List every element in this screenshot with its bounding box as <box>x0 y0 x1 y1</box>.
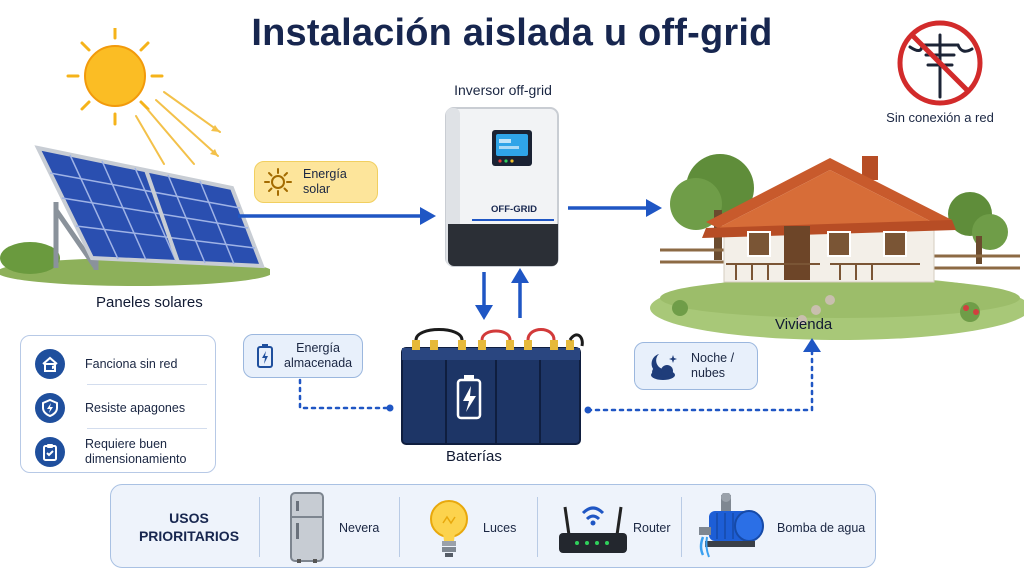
feature-label-line1: Requiere buen <box>85 437 168 451</box>
uses-title-line2: PRIORITARIOS <box>138 528 240 544</box>
moon-cloud-icon <box>651 354 677 380</box>
feature-item: Resiste apagones <box>21 386 217 430</box>
solar-energy-line1: Energía <box>303 167 347 181</box>
feature-label: Resiste apagones <box>85 400 186 415</box>
use-label-bomba: Bomba de agua <box>777 521 866 535</box>
features-panel: Fanciona sin red Resiste apagones Requie… <box>20 335 216 473</box>
stored-energy-dotted-line <box>298 378 390 410</box>
night-line1: Noche / <box>691 351 735 365</box>
lightbulb-icon <box>430 500 468 557</box>
house-illustration <box>650 154 1024 340</box>
inverter-screen-text: OFF-GRID <box>491 204 537 215</box>
uses-title-line1: USOS <box>169 510 209 526</box>
priority-uses-panel: USOS PRIORITARIOS Nevera Luces Router <box>110 484 876 568</box>
solar-panels-illustration <box>0 145 270 286</box>
night-badge: Noche / nubes <box>634 342 758 390</box>
house-label: Vivienda <box>775 316 833 333</box>
feature-label: Fanciona sin red <box>85 356 178 371</box>
stored-energy-badge: Energía almacenada <box>243 334 363 378</box>
sun-icon <box>264 168 292 196</box>
use-label-luces: Luces <box>483 521 517 535</box>
house-leaf-icon <box>35 349 65 379</box>
feature-item: Requiere buen dimensionamiento <box>21 430 217 474</box>
no-grid-label: Sin conexión a red <box>886 110 994 125</box>
uses-divider <box>259 497 260 557</box>
feature-label-line2: dimensionamiento <box>85 452 187 466</box>
water-pump-icon <box>699 493 764 558</box>
shield-bolt-icon <box>35 393 65 423</box>
solar-energy-line2: solar <box>303 182 331 196</box>
feature-item: Fanciona sin red <box>21 342 217 386</box>
night-line2: nubes <box>691 366 726 380</box>
battery-icon <box>257 344 273 368</box>
power-pole-crossed-icon <box>897 20 983 106</box>
batteries-illustration <box>401 328 584 445</box>
uses-divider <box>537 497 538 557</box>
router-icon <box>559 506 627 553</box>
stored-energy-line2: almacenada <box>284 356 353 370</box>
uses-divider <box>399 497 400 557</box>
stored-energy-line1: Energía <box>296 341 340 355</box>
inverter-illustration <box>445 107 559 267</box>
batteries-label: Baterías <box>446 448 502 465</box>
night-dotted-line <box>586 348 814 412</box>
page-title: Instalación aislada u off-grid <box>251 12 773 54</box>
solar-energy-badge: Energía solar <box>254 161 378 203</box>
use-label-router: Router <box>633 521 671 535</box>
sun-illustration <box>66 28 221 165</box>
inverter-label: Inversor off-grid <box>454 82 552 98</box>
feature-divider <box>87 384 207 385</box>
uses-divider <box>681 497 682 557</box>
panels-label: Paneles solares <box>96 294 203 311</box>
clipboard-check-icon <box>35 437 65 467</box>
fridge-icon <box>290 492 324 563</box>
use-label-nevera: Nevera <box>339 521 380 535</box>
feature-divider <box>87 428 207 429</box>
